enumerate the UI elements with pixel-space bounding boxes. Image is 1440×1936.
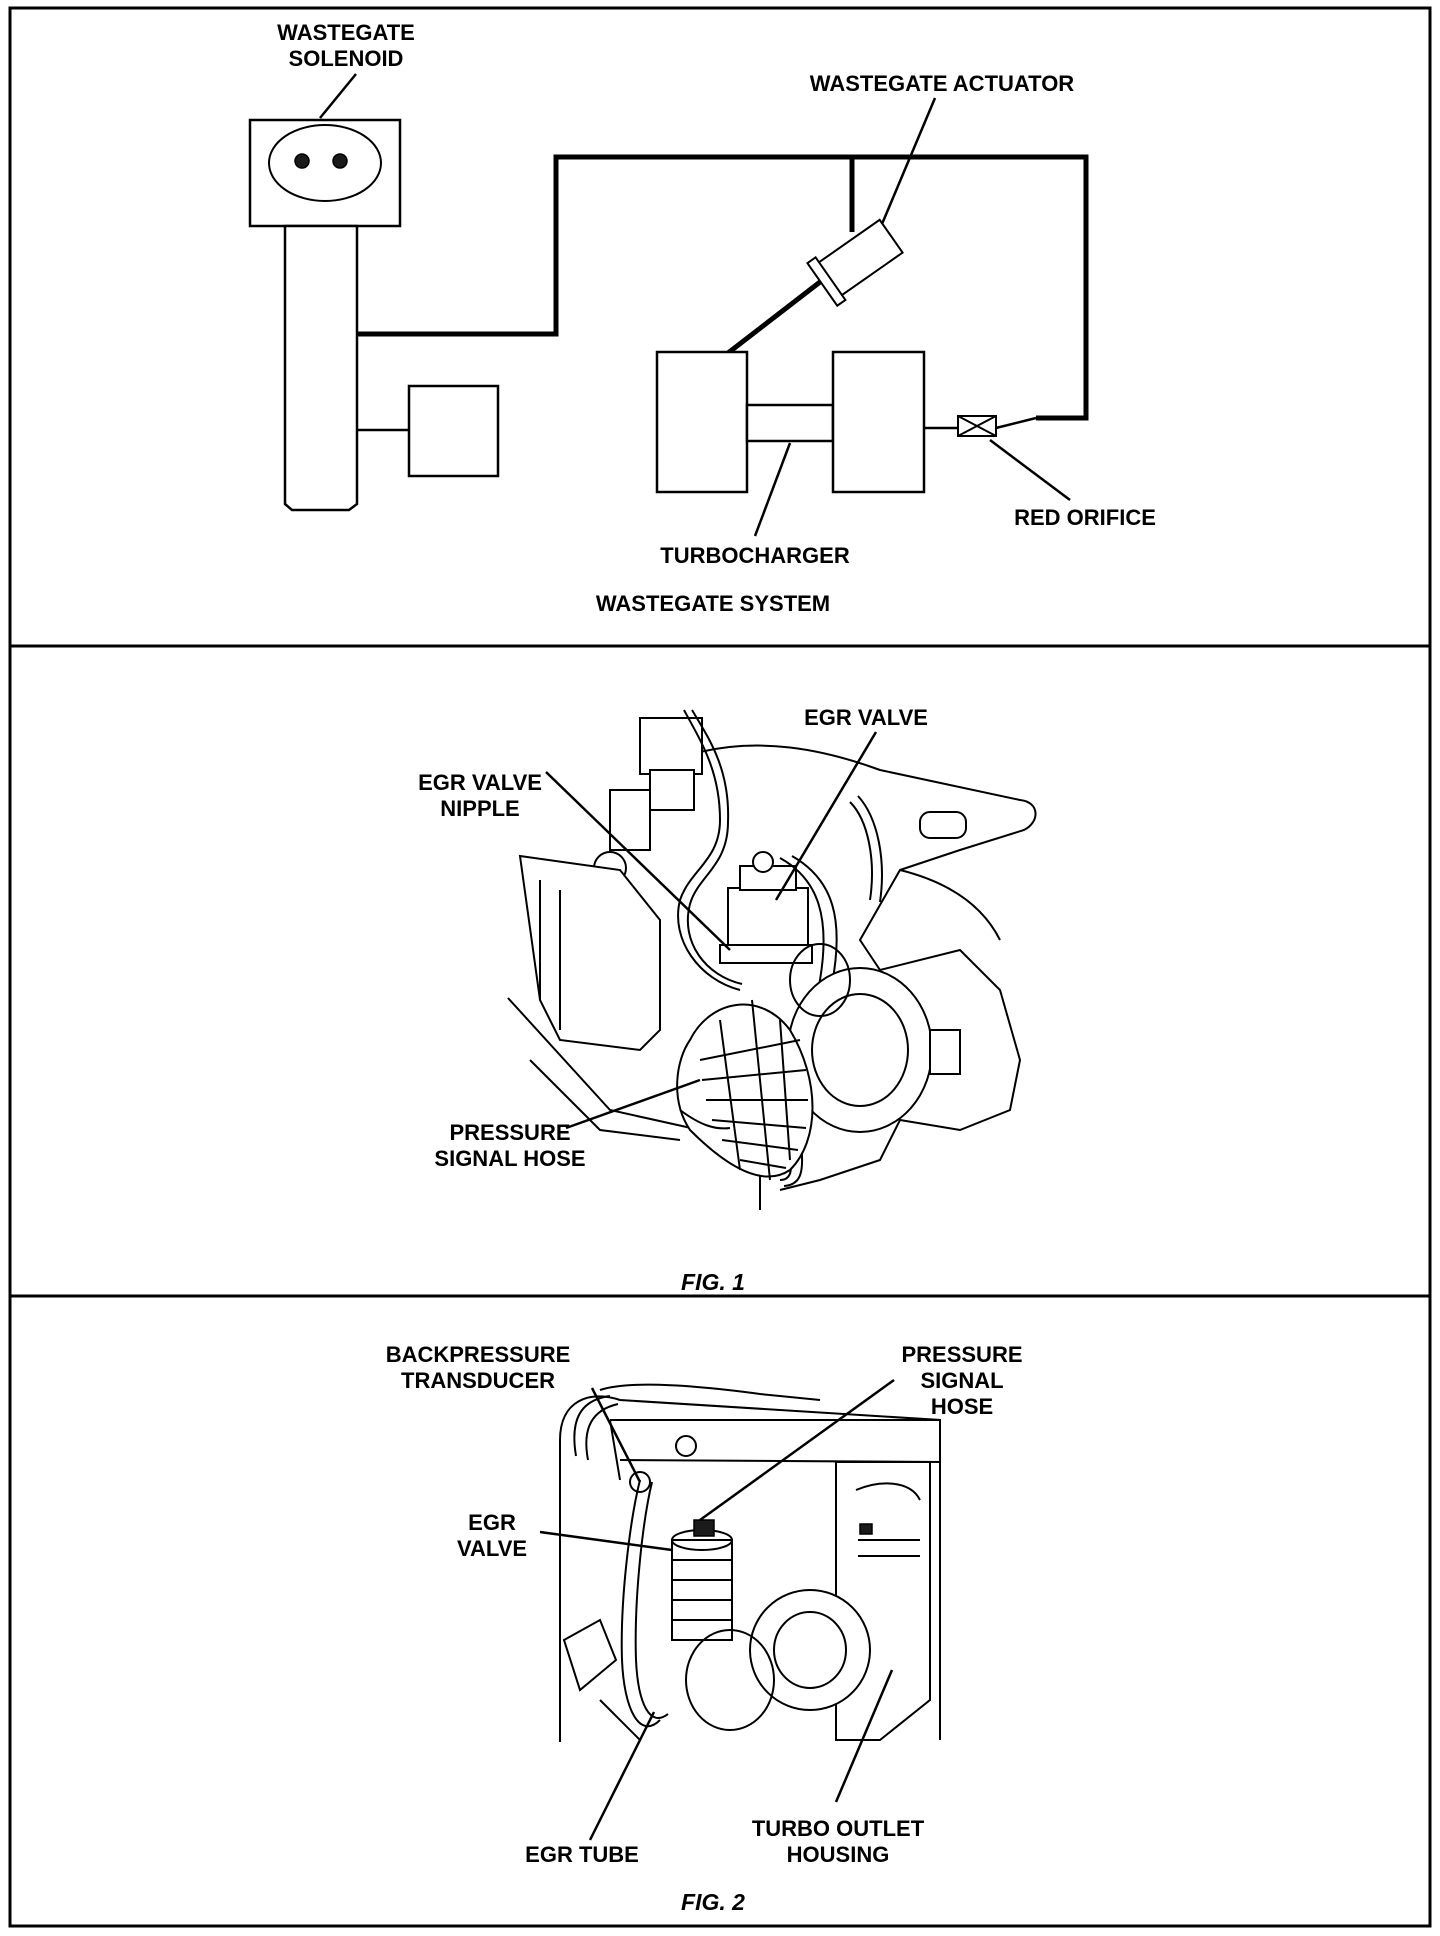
vacuum-line — [357, 154, 1089, 421]
fig1-corrugated-hose — [676, 1003, 814, 1178]
fig2-transducer-label-line1: BACKPRESSURE — [386, 1342, 571, 1367]
fig2-hose-label-line1: PRESSURE — [901, 1342, 1022, 1367]
fig1-nipple-leader — [545, 771, 731, 951]
fig2-egr-valve — [671, 1539, 733, 1641]
fig1-nipple-label-line2: NIPPLE — [440, 796, 519, 821]
wastegate-actuator — [806, 218, 904, 308]
fig1-caption: FIG. 1 — [681, 1269, 745, 1295]
fig2-caption: FIG. 2 — [681, 1889, 745, 1915]
fig2-turbo-housing — [749, 1589, 871, 1711]
fig2-engine-illustration — [539, 1378, 941, 1841]
turbocharger-label: TURBOCHARGER — [660, 543, 850, 568]
orifice-leader — [989, 439, 1071, 501]
fig1-egr-valve-label: EGR VALVE — [804, 705, 928, 730]
fig1-hose-label-line2: SIGNAL HOSE — [434, 1146, 585, 1171]
turbo-turbine-housing — [831, 350, 926, 494]
fig2-egr-tube-leader — [588, 1711, 656, 1841]
actuator-leader — [880, 97, 937, 225]
fig2-egr-valve-leader — [539, 1530, 673, 1552]
solenoid-bracket — [283, 224, 359, 512]
fig1-nipple-label-line1: EGR VALVE — [418, 770, 542, 795]
fig2-outlet-label-line1: TURBO OUTLET — [752, 1816, 925, 1841]
fig2-hose-leader — [699, 1378, 895, 1522]
fig2-outlet-label-line2: HOUSING — [787, 1842, 890, 1867]
fig2-egr-tube — [620, 1479, 661, 1728]
fig2-egr-valve-label-line2: VALVE — [457, 1536, 527, 1561]
solenoid-leader — [319, 73, 357, 119]
fig2-outlet-leader — [834, 1669, 894, 1803]
fig1-egr-valve — [727, 887, 809, 949]
control-box — [407, 384, 500, 478]
fig1-hose-leader — [565, 1078, 701, 1130]
fig1-egr-valve-leader — [774, 731, 878, 901]
fig2-transducer-leader — [590, 1387, 642, 1483]
page-border — [8, 6, 1432, 1928]
turbo-compressor-housing — [655, 350, 749, 494]
fig2-transducer-label-line2: TRANSDUCER — [401, 1368, 555, 1393]
fig2-egr-tube-label: EGR TUBE — [525, 1842, 639, 1867]
turbo-leader — [753, 442, 792, 537]
wastegate-solenoid — [248, 118, 402, 228]
actuator-label: WASTEGATE ACTUATOR — [810, 71, 1075, 96]
fig2-hose-label-line3: HOSE — [931, 1394, 993, 1419]
fig1-engine-illustration — [507, 709, 1037, 1210]
turbo-shaft-housing — [745, 403, 835, 443]
fig2-hose-label-line2: SIGNAL — [920, 1368, 1003, 1393]
fig1-hose-label-line1: PRESSURE — [449, 1120, 570, 1145]
solenoid-label-line2: SOLENOID — [289, 46, 404, 71]
wastegate-system-caption: WASTEGATE SYSTEM — [596, 591, 830, 616]
wastegate-system-diagram — [248, 73, 1089, 537]
solenoid-label-line1: WASTEGATE — [277, 20, 415, 45]
orifice-label: RED ORIFICE — [1014, 505, 1156, 530]
fig2-egr-valve-label-line1: EGR — [468, 1510, 516, 1535]
